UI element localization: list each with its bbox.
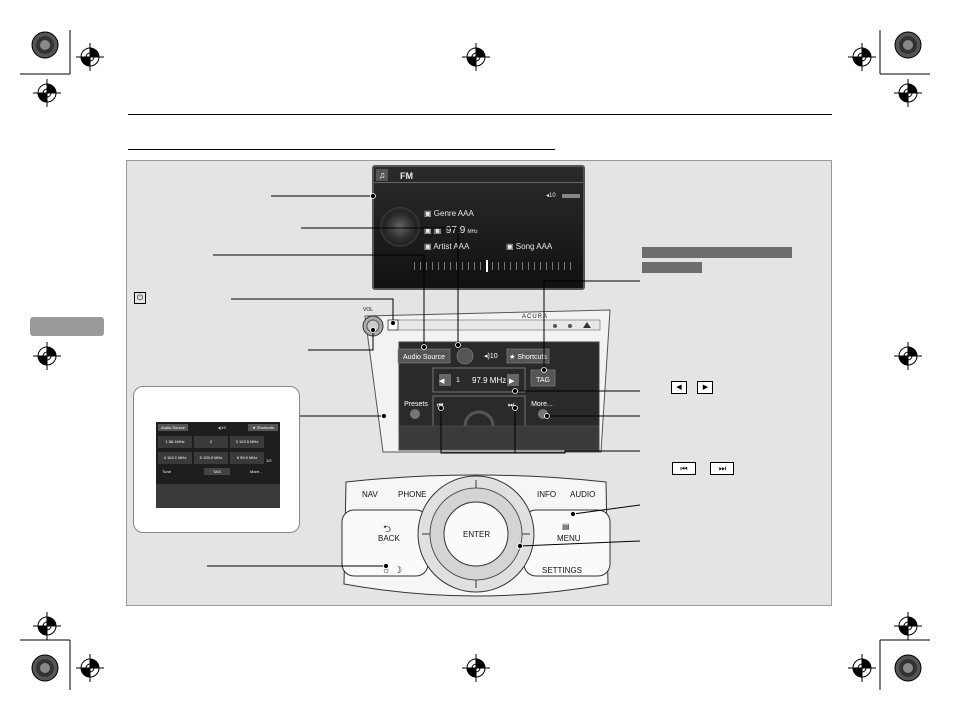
right-arrow-key-icon: ▶ bbox=[697, 381, 714, 394]
presets-button[interactable]: Presets bbox=[404, 401, 428, 408]
settings-button[interactable]: SETTINGS bbox=[542, 566, 583, 575]
volume-bar bbox=[562, 194, 580, 198]
presets-inset: Audio Source ◂)10 ★ Shortcuts 1 88.1MHz … bbox=[133, 386, 300, 533]
redacted-label-1 bbox=[642, 247, 792, 258]
inset-more: More... bbox=[250, 469, 263, 474]
genre-value: Genre AAA bbox=[433, 209, 474, 218]
seek-key: ⏮ ⏭ bbox=[672, 458, 735, 476]
music-note-icon: ♫ bbox=[376, 169, 388, 181]
nav-button[interactable]: NAV bbox=[362, 490, 378, 499]
header-rule-bottom bbox=[128, 149, 555, 150]
back-arrow-icon: ⮌ bbox=[383, 524, 392, 535]
inset-shortcuts-label: Shortcuts bbox=[256, 425, 274, 430]
moon-icon[interactable]: ☽ bbox=[394, 565, 403, 575]
inset-preset-6: 6 99.9 MHz bbox=[230, 452, 264, 464]
tuning-indicator bbox=[486, 260, 488, 272]
volume-value: 10 bbox=[549, 193, 556, 199]
audio-source-button[interactable]: Audio Source bbox=[402, 354, 446, 361]
side-tab bbox=[30, 317, 104, 336]
shortcuts-label: Shortcuts bbox=[517, 354, 547, 361]
skip-forward-icon[interactable]: ⏭ bbox=[508, 402, 515, 409]
inset-tag: TAG bbox=[204, 468, 230, 475]
inset-audio-source: Audio Source bbox=[158, 424, 188, 431]
seek-forward-key-icon: ⏭ bbox=[710, 462, 735, 475]
star-icon: ★ bbox=[509, 354, 516, 361]
inset-preset-2: 2 bbox=[194, 436, 228, 448]
inset-preset-5: 5 105.9 MHz bbox=[194, 452, 228, 464]
inset-volume: ◂)10 bbox=[218, 425, 226, 430]
volume-readout: ◂10 bbox=[546, 193, 556, 199]
inset-preset-4: 4 104.1 MHz bbox=[158, 452, 192, 464]
more-button[interactable]: More... bbox=[531, 401, 553, 408]
power-icon: ⏻ bbox=[134, 292, 146, 304]
antenna-icon bbox=[380, 207, 420, 247]
menu-button[interactable]: MENU bbox=[557, 534, 581, 543]
tuning-scale bbox=[414, 262, 574, 270]
left-arrow-icon[interactable]: ◀ bbox=[439, 378, 445, 385]
tag-button[interactable]: TAG bbox=[536, 377, 550, 384]
source-label: FM bbox=[400, 171, 413, 181]
navigation-screen: ♫ FM ◂10 ▣ Genre AAA ▣ ▣ 97.9 MHz ▣ Arti… bbox=[372, 165, 585, 290]
info-button[interactable]: INFO bbox=[537, 490, 557, 499]
inset-volume-value: 10 bbox=[221, 425, 226, 430]
tune-arrows-key: ◀ ▶ bbox=[671, 376, 714, 394]
right-arrow-icon[interactable]: ▶ bbox=[509, 378, 515, 385]
back-button[interactable]: BACK bbox=[378, 534, 400, 543]
genre-text: ▣ Genre AAA bbox=[424, 209, 474, 218]
brightness-icon[interactable]: ☼ bbox=[382, 565, 391, 575]
song-text: ▣ Song AAA bbox=[506, 242, 553, 251]
inset-preset-3: 3 103.5 MHz bbox=[230, 436, 264, 448]
shortcuts-button[interactable]: ★ Shortcuts bbox=[507, 352, 549, 364]
frequency-unit: MHz bbox=[467, 229, 478, 235]
brand-label: ACURA bbox=[522, 314, 549, 320]
menu-icon: ▤ bbox=[562, 522, 570, 531]
audio-button[interactable]: AUDIO bbox=[570, 490, 596, 499]
hu-frequency: 97.9 MHz bbox=[472, 376, 507, 385]
song-value: Song AAA bbox=[515, 242, 553, 251]
inset-preset-1: 1 88.1MHz bbox=[158, 436, 192, 448]
left-arrow-key-icon: ◀ bbox=[671, 381, 687, 394]
vol-knob-label: VOL bbox=[363, 307, 374, 313]
artist-text: ▣ Artist AAA bbox=[424, 242, 470, 251]
enter-button[interactable]: ENTER bbox=[463, 530, 491, 539]
hu-volume-readout: ◂)10 bbox=[484, 353, 498, 360]
frequency-value: 97.9 bbox=[445, 225, 466, 236]
inset-footer bbox=[156, 484, 280, 508]
inset-page: 1/2 bbox=[266, 458, 272, 463]
interface-dial-controller bbox=[341, 474, 611, 597]
seek-back-key-icon: ⏮ bbox=[672, 462, 696, 475]
inset-screen: Audio Source ◂)10 ★ Shortcuts 1 88.1MHz … bbox=[156, 422, 280, 508]
screen-header-line bbox=[374, 182, 583, 183]
preset-number: 1 bbox=[456, 377, 460, 384]
header-rule-top bbox=[128, 114, 832, 115]
redacted-label-2 bbox=[642, 262, 702, 273]
artist-value: Artist AAA bbox=[433, 242, 470, 251]
inset-tune: Tune bbox=[162, 469, 171, 474]
phone-button[interactable]: PHONE bbox=[398, 490, 427, 499]
frequency-text: ▣ ▣ 97.9 MHz bbox=[424, 225, 478, 236]
inset-shortcuts: ★ Shortcuts bbox=[248, 424, 278, 431]
hu-volume-value: 10 bbox=[489, 353, 498, 360]
